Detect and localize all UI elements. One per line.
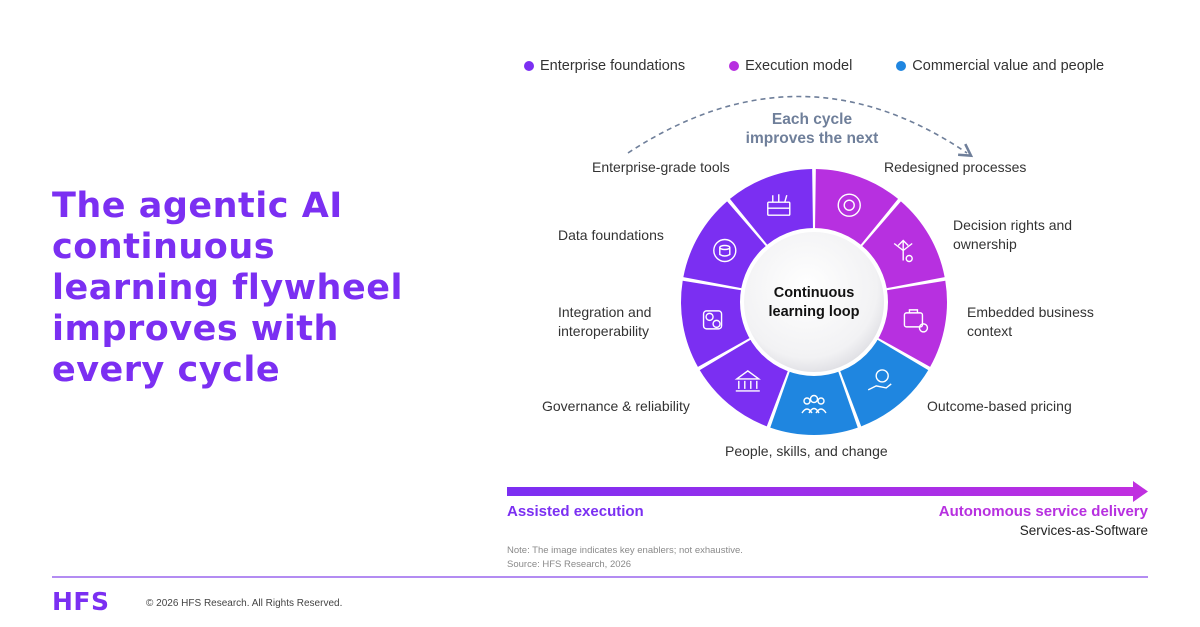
legend-label: Execution model	[745, 58, 853, 74]
legend-item-enterprise-foundations: Enterprise foundations	[524, 58, 685, 74]
hfs-logo: HFS	[52, 587, 110, 616]
legend-item-commercial-value: Commercial value and people	[896, 58, 1104, 74]
legend-dot	[896, 61, 907, 71]
legend-item-execution-model: Execution model	[729, 58, 852, 74]
segment-label-governance: Governance & reliability	[542, 398, 690, 414]
page-title: The agentic AI continuous learning flywh…	[52, 186, 403, 390]
ring-segment-4	[770, 364, 858, 435]
arrow-end-sublabel: Services-as-Software	[1019, 523, 1148, 538]
briefcase-gear-icon	[903, 309, 929, 333]
integration-gears-icon	[702, 310, 723, 330]
hand-dollar-icon	[867, 369, 892, 391]
segment-label-decision-rights: Decision rights and ownership	[953, 217, 1073, 252]
segment-label-integration: Integration and interoperability	[558, 304, 652, 339]
data-brain-icon	[713, 238, 737, 263]
copyright: © 2026 HFS Research. All Rights Reserved…	[146, 598, 343, 609]
segment-label-people-skills: People, skills, and change	[725, 443, 888, 459]
center-circle	[740, 228, 888, 376]
cycle-note: Each cycle improves the next	[745, 111, 879, 147]
ring-segment-8	[729, 169, 814, 251]
arrow-end-label: Autonomous service delivery	[938, 503, 1148, 520]
people-icon	[801, 394, 827, 414]
ring-segment-0	[814, 169, 899, 251]
segment-label-embedded-context: Embedded business context	[967, 304, 1094, 339]
progress-arrow-bar	[507, 487, 1133, 496]
segment-label-outcome-pricing: Outcome-based pricing	[927, 398, 1072, 414]
legend-dot	[524, 61, 534, 71]
ring-segment-6	[680, 280, 757, 367]
legend: Enterprise foundations Execution model C…	[524, 58, 1104, 74]
segment-label-data-foundations: Data foundations	[558, 227, 664, 243]
footer-divider	[52, 576, 1148, 578]
source-line: Source: HFS Research, 2026	[507, 559, 632, 570]
legend-label: Enterprise foundations	[540, 58, 686, 74]
ring-segment-2	[871, 280, 947, 367]
progress-arrow-head	[1133, 481, 1148, 502]
arrow-start-label: Assisted execution	[507, 503, 644, 520]
toolbox-icon	[767, 194, 791, 216]
segment-label-enterprise-tools: Enterprise-grade tools	[592, 159, 730, 175]
decision-arrows-icon	[893, 239, 913, 263]
note-line: Note: The image indicates key enablers; …	[507, 545, 743, 556]
cycle-gear-icon	[837, 193, 861, 217]
cycle-arrow-arc	[627, 95, 974, 158]
governance-icon	[734, 370, 761, 392]
segment-label-redesigned-processes: Redesigned processes	[884, 159, 1027, 175]
center-label: Continuous learning loop	[768, 285, 860, 320]
legend-dot	[729, 61, 740, 71]
footnote: Note: The image indicates key enablers; …	[507, 544, 743, 572]
legend-label: Commercial value and people	[912, 58, 1105, 74]
